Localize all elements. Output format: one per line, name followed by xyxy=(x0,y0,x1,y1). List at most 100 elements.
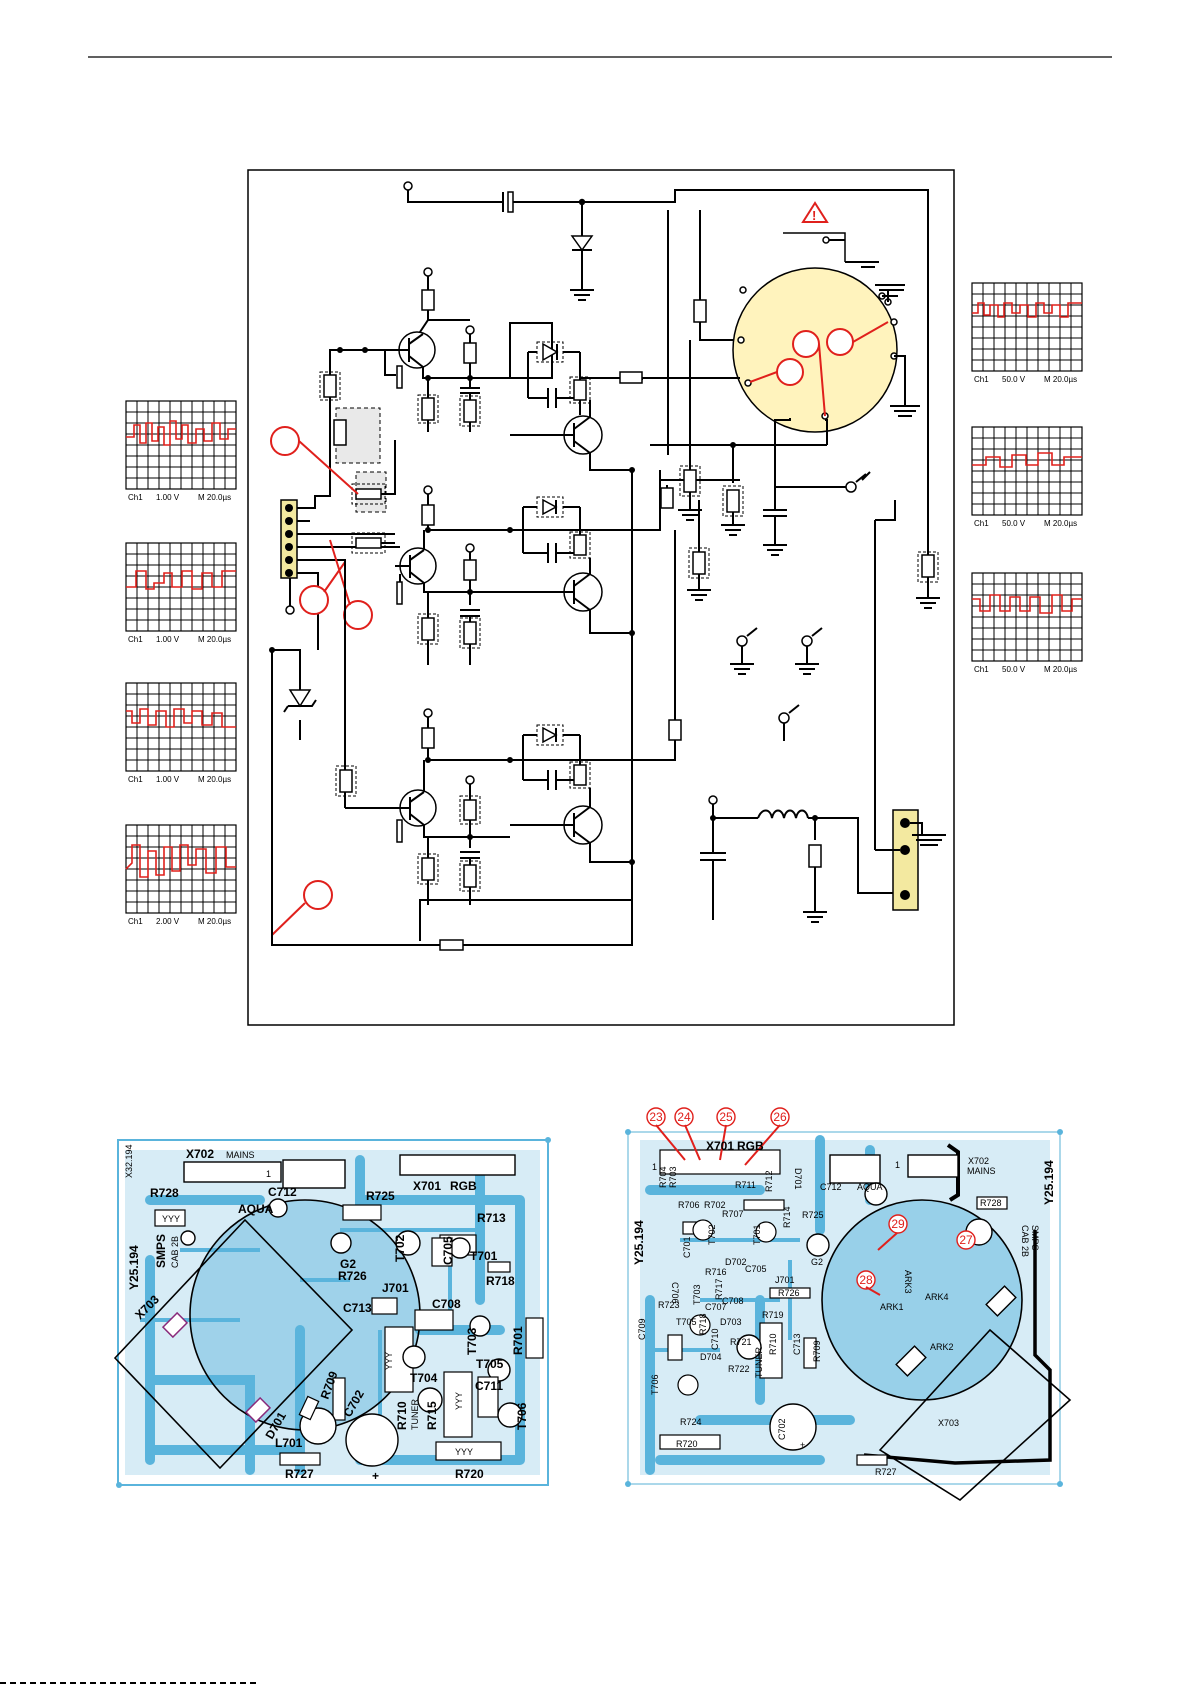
pcb-left-yyy2: YYY xyxy=(384,1352,394,1370)
pcb-callout-27: 27 xyxy=(956,1230,976,1250)
pcb-left-c712: C712 xyxy=(268,1185,297,1199)
pcb-right-d702: D702 xyxy=(725,1257,747,1267)
pcb-right-t705: T705 xyxy=(676,1317,697,1327)
pcb-left: X702 MAINS 1 R728 YYY AQUA C712 R725 X70… xyxy=(113,1137,551,1488)
pcb-left-t702: T702 xyxy=(393,1234,407,1262)
pcb-left-t703: T703 xyxy=(465,1327,479,1355)
scope-right-1: Ch1 50.0 V M 20.0µs xyxy=(971,282,1083,384)
pcb-right-rgb: RGB xyxy=(737,1139,764,1153)
pcb-right-r703: R703 xyxy=(668,1166,678,1188)
scope-trace xyxy=(972,594,1082,614)
pcb-right-r728: R728 xyxy=(980,1198,1002,1208)
pcb-right-ark1: ARK1 xyxy=(880,1302,904,1312)
pcb-right-c702: C702 xyxy=(777,1418,787,1440)
scope-volts: 1.00 V xyxy=(156,635,180,644)
scope-timebase: M 20.0µs xyxy=(1044,375,1077,384)
callout-left-3 xyxy=(343,600,373,630)
pcb-right-t701: T701 xyxy=(752,1224,762,1245)
callout-crt-1 xyxy=(792,330,820,358)
pcb-right-r706: R706 xyxy=(678,1200,700,1210)
scope-channel: Ch1 xyxy=(128,775,143,784)
pcb-right-c709: C709 xyxy=(637,1318,647,1340)
pcb-right-r725: R725 xyxy=(802,1210,824,1220)
callout-left-1 xyxy=(270,426,300,456)
pcb-right-c707: C707 xyxy=(705,1302,727,1312)
pcb-left-t701: T701 xyxy=(470,1249,498,1263)
svg-text:24: 24 xyxy=(677,1110,691,1124)
pcb-right-plus: + xyxy=(800,1440,805,1450)
pcb-right-r727: R727 xyxy=(875,1467,897,1477)
svg-text:27: 27 xyxy=(959,1233,973,1247)
pcb-left-aqua: AQUA xyxy=(238,1202,274,1216)
pcb-right-r726: R726 xyxy=(778,1288,800,1298)
pcb-right-tuner: TUNER xyxy=(754,1347,764,1378)
pcb-left-yyy4: YYY xyxy=(455,1447,473,1457)
pcb-callout-23: 23 xyxy=(646,1107,666,1127)
scope-volts: 1.00 V xyxy=(156,493,180,502)
pcb-right-r717: R717 xyxy=(714,1278,724,1300)
pcb-left-j701: J701 xyxy=(382,1281,409,1295)
pcb-left-r713: R713 xyxy=(477,1211,506,1225)
pcb-right-r720: R720 xyxy=(676,1439,698,1449)
scope-channel: Ch1 xyxy=(974,519,989,528)
scope-volts: 50.0 V xyxy=(1002,375,1026,384)
pcb-right-r702: R702 xyxy=(704,1200,726,1210)
scope-channel: Ch1 xyxy=(128,917,143,926)
svg-text:29: 29 xyxy=(891,1217,905,1231)
pcb-right-r719: R719 xyxy=(762,1310,784,1320)
pcb-right-c710: C710 xyxy=(710,1328,720,1350)
pcb-left-r701: R701 xyxy=(511,1326,525,1355)
svg-text:25: 25 xyxy=(719,1110,733,1124)
svg-text:!: ! xyxy=(812,208,816,223)
pcb-left-tuner: TUNER xyxy=(410,1399,420,1430)
pcb-callout-28: 28 xyxy=(856,1270,876,1290)
pcb-left-c708: C708 xyxy=(432,1297,461,1311)
pcb-right-x702: X702 xyxy=(968,1156,989,1166)
pcb-right-pin1: 1 xyxy=(652,1162,657,1172)
pcb-left-smps: SMPS xyxy=(154,1234,168,1268)
pcb-right-r707: R707 xyxy=(722,1209,744,1219)
pcb-right-pin1b: 1 xyxy=(895,1160,900,1170)
scope-timebase: M 20.0µs xyxy=(1044,519,1077,528)
pcb-right-ark4: ARK4 xyxy=(925,1292,949,1302)
scope-channel: Ch1 xyxy=(128,635,143,644)
pcb-right-r704: R704 xyxy=(658,1166,668,1188)
pcb-right-r716: R716 xyxy=(705,1267,727,1277)
pcb-left-yyy1: YYY xyxy=(162,1214,180,1224)
scope-channel: Ch1 xyxy=(974,375,989,384)
pcb-right-c706: C706 xyxy=(670,1282,680,1304)
scope-trace xyxy=(126,570,236,590)
pcb-left-y25: Y25.194 xyxy=(127,1245,141,1290)
pcb-left-rgb: RGB xyxy=(450,1179,477,1193)
pcb-left-cab: CAB 2B xyxy=(170,1236,180,1268)
pcb-left-l701: L701 xyxy=(275,1436,303,1450)
pcb-left-g2: G2 xyxy=(340,1257,356,1271)
scope-trace xyxy=(126,420,236,446)
pcb-right-r721: R721 xyxy=(730,1337,752,1347)
scope-trace xyxy=(972,452,1082,468)
pcb-left-plus: + xyxy=(372,1469,379,1483)
pcb-left-r710: R710 xyxy=(395,1401,409,1430)
pcb-right-r712: R712 xyxy=(764,1170,774,1192)
callout-crt-2 xyxy=(776,358,804,386)
pcb-callout-26: 26 xyxy=(770,1107,790,1127)
pcb-right-d701: D701 xyxy=(793,1168,803,1190)
pcb-left-r720: R720 xyxy=(455,1467,484,1481)
pcb-left-mains: MAINS xyxy=(226,1150,255,1160)
pcb-right-c712: C712 xyxy=(820,1182,842,1192)
pcb-left-c713: C713 xyxy=(343,1301,372,1315)
pcb-right-aqua: AQUA xyxy=(857,1182,883,1192)
pcb-callout-29: 29 xyxy=(888,1214,908,1234)
scope-volts: 1.00 V xyxy=(156,775,180,784)
warning-triangle-icon xyxy=(801,201,829,223)
pcb-right-x701: X701 xyxy=(706,1139,734,1153)
pcb-left-pin1: 1 xyxy=(266,1169,271,1179)
pcb-left-x701: X701 xyxy=(413,1179,441,1193)
pcb-left-t704: T704 xyxy=(410,1371,438,1385)
pcb-callout-24: 24 xyxy=(674,1107,694,1127)
